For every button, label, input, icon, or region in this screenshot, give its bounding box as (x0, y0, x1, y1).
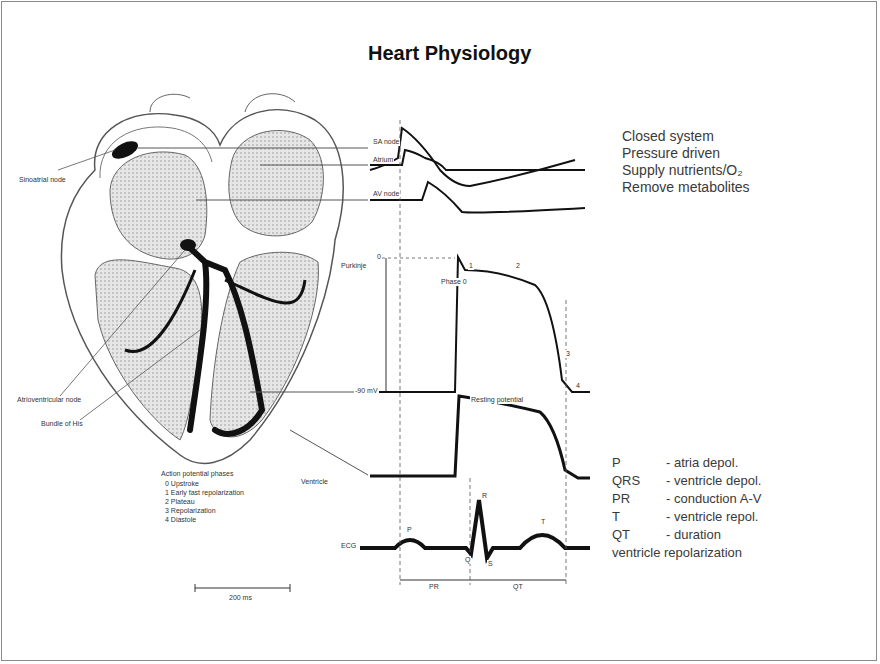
phase-label: 4 (575, 382, 581, 390)
phase-label: Phase 0 (440, 278, 468, 286)
ecg-point: R (481, 492, 488, 500)
phase-label: 2 (515, 262, 521, 270)
interval-label: PR (428, 583, 440, 591)
ecg-wave-desc: ventricle repolarization (612, 546, 742, 561)
phase-label: 3 (565, 350, 571, 358)
ecg-point: T (540, 518, 546, 526)
part-label: Bundle of His (40, 420, 84, 428)
ecg-wave-desc: - conduction A-V (666, 492, 761, 507)
axis-label: -90 mV (354, 387, 379, 395)
ecg-wave-name: QT (612, 528, 630, 543)
ecg-wave-desc: - atria depol. (666, 456, 738, 471)
legend-line: 3 Repolarization (164, 507, 217, 515)
part-label: Sinoatrial node (18, 176, 67, 184)
ecg-wave-desc: - ventricle depol. (666, 474, 761, 489)
note-text: Remove metabolites (622, 179, 750, 195)
note-text: Pressure driven (622, 145, 720, 161)
ecg-wave-name: PR (612, 492, 630, 507)
trace-label: Purkinje (340, 262, 367, 270)
legend-line: 4 Diastole (164, 516, 197, 524)
axis-label: 0 (376, 253, 382, 261)
legend-line: 0 Upstroke (164, 480, 200, 488)
ecg-wave-name: T (612, 510, 620, 525)
note-text: Supply nutrients/O₂ (622, 162, 743, 178)
trace-label: AV node (372, 190, 400, 198)
trace-label: Ventricle (300, 478, 329, 486)
trace-label: ECG (340, 542, 357, 550)
phase-label: 1 (468, 262, 474, 270)
trace-label: Atrium (372, 156, 394, 164)
trace-label: Resting potential (470, 396, 524, 404)
ecg-point: S (487, 560, 494, 568)
scale-label: 200 ms (228, 594, 253, 602)
ecg-wave-name: P (612, 456, 621, 471)
interval-label: QT (512, 583, 524, 591)
ecg-point: P (406, 526, 413, 534)
ecg-wave-desc: - duration (666, 528, 721, 543)
note-text: Closed system (622, 128, 714, 144)
legend-heading: Action potential phases (160, 470, 234, 478)
legend-line: 1 Early fast repolarization (164, 489, 245, 497)
ecg-wave-name: QRS (612, 474, 640, 489)
ecg-point: Q (464, 556, 471, 564)
trace-label: SA node (372, 138, 400, 146)
ecg-wave-desc: - ventricle repol. (666, 510, 758, 525)
slide-title: Heart Physiology (368, 42, 531, 65)
part-label: Atrioventricular node (16, 396, 82, 404)
legend-line: 2 Plateau (164, 498, 196, 506)
